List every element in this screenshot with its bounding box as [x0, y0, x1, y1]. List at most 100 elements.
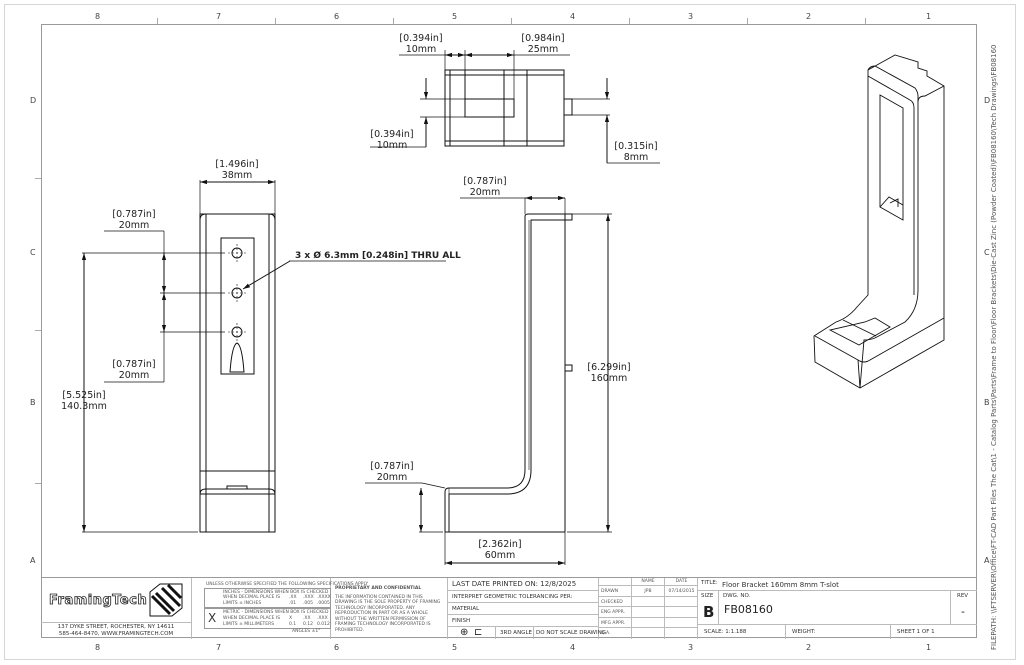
zone-col-5: 5: [452, 12, 458, 21]
zone-row-c-right: C: [984, 248, 990, 257]
projection-symbol: ⊕ ⊏: [448, 627, 496, 639]
tolerance-metric-table: X METRIC - DIMENSIONS WHEN BOX IS CHECKE…: [204, 608, 331, 629]
dwg-no: FB08160: [724, 603, 773, 616]
zone-row-d: D: [30, 96, 37, 105]
title-dwg-block: TITLE: Floor Bracket 160mm 8mm T-slot SI…: [698, 578, 977, 639]
zone-tick: [865, 18, 866, 24]
tol-inch-val1: .01: [289, 601, 297, 606]
zone-col-2-bottom: 2: [806, 643, 812, 652]
tol-mm-col2: .XX: [303, 616, 311, 621]
tol-inch-col2: .XXX: [303, 595, 314, 600]
approval-role-mfg: MFG APPR.: [599, 617, 632, 629]
top-view: [370, 50, 660, 164]
tolerance-inch-table: INCHES - DIMENSIONS WHEN BOX IS CHECKED …: [204, 588, 331, 608]
title-label: TITLE:: [701, 580, 718, 586]
dim-slot-mm: 8mm: [624, 152, 649, 163]
zone-col-3-bottom: 3: [688, 643, 694, 652]
drawing-views: [0.394in] 10mm [0.984in] 25mm [0.394in] …: [61, 33, 945, 566]
projection-cone-icon: ⊕: [460, 627, 469, 638]
do-not-scale-note: DO NOT SCALE DRAWING: [536, 630, 606, 636]
approvals-block: NAME DATE DRAWN JPB 07/14/2015 CHECKED E…: [599, 578, 698, 639]
dim-top-left-in: [0.394in]: [399, 33, 442, 44]
logo-cube-icon: [149, 583, 183, 617]
approval-date-mfg: [665, 618, 698, 629]
tol-inch-title: INCHES - DIMENSIONS WHEN BOX IS CHECKED: [223, 590, 329, 595]
drawing-sheet: [4, 4, 1016, 660]
tol-mm-val1: 0.1: [289, 622, 297, 627]
angle-note: ANGLES ±1°: [292, 629, 321, 634]
dim-slot-in: [0.315in]: [614, 141, 657, 152]
zone-tick: [747, 18, 748, 24]
tolerance-block: UNLESS OTHERWISE SPECIFIED THE FOLLOWING…: [192, 578, 368, 639]
dim-height-in: [6.299in]: [587, 362, 630, 373]
rev-cell: REV -: [951, 591, 977, 625]
sheet-number: SHEET 1 OF 1: [897, 629, 935, 635]
file-path: FILEPATH: \\FTSERVER\Office\FT-CAD Part …: [990, 44, 998, 650]
dim-spacing-top-mm: 20mm: [119, 220, 150, 231]
zone-col-1-bottom: 1: [926, 643, 932, 652]
approval-date-qa: [665, 628, 698, 639]
zone-col-4-bottom: 4: [570, 643, 576, 652]
approvals-name-header: NAME: [632, 578, 665, 586]
zone-tick: [157, 18, 158, 24]
zone-tick: [35, 178, 41, 179]
approval-role-checked: CHECKED: [599, 596, 632, 608]
tol-mm-col1: X: [289, 616, 293, 621]
company-address: 137 DYKE STREET, ROCHESTER, NY 14611 585…: [41, 623, 192, 639]
dim-width-in: [1.496in]: [215, 159, 258, 170]
zone-col-8: 8: [95, 12, 101, 21]
size-cell: SIZE B: [698, 591, 719, 625]
dim-top-right-in: [0.984in]: [521, 33, 564, 44]
zone-col-5-bottom: 5: [452, 643, 458, 652]
tol-inch-val3: .0005: [317, 601, 330, 606]
dim-overall-in: [5.525in]: [62, 390, 105, 401]
zone-tick: [35, 483, 41, 484]
proprietary-text: THE INFORMATION CONTAINED IN THIS DRAWIN…: [335, 594, 441, 633]
company-logo-area: FramingTech: [41, 578, 192, 623]
drawing-frame: [41, 24, 977, 638]
dim-top-bottom-mm: 10mm: [377, 140, 408, 151]
proprietary-block: PROPRIETARY AND CONFIDENTIAL THE INFORMA…: [331, 578, 448, 639]
side-view: [365, 195, 612, 566]
tol-inch-label: WHEN DECIMAL PLACE IS: [223, 595, 281, 600]
tol-mm-col3: .XXX: [317, 616, 328, 621]
zone-tick: [629, 18, 630, 24]
zone-tick: [393, 18, 394, 24]
address-line-1: 137 DYKE STREET, ROCHESTER, NY 14611: [57, 624, 175, 630]
approval-role-qa: Q.A.: [599, 628, 632, 639]
title-row: TITLE: Floor Bracket 160mm 8mm T-slot: [698, 578, 977, 591]
dim-spacing-bottom-in: [0.787in]: [112, 359, 155, 370]
dim-top-right-mm: 25mm: [528, 44, 559, 55]
metric-checkbox-mark[interactable]: X: [208, 611, 217, 625]
zone-row-a: A: [30, 556, 36, 565]
dim-height-mm: 160mm: [591, 373, 628, 384]
zone-row-b: B: [30, 398, 36, 407]
company-logo-text: FramingTech: [49, 593, 148, 609]
tol-mm-title: METRIC - DIMENSIONS WHEN BOX IS CHECKED: [223, 610, 329, 615]
zone-col-3: 3: [688, 12, 694, 21]
dim-flange-mm: 20mm: [470, 187, 501, 198]
front-view: [81, 179, 446, 533]
tol-inch-limits-label: LIMITS ± INCHES: [223, 601, 262, 606]
approval-role-eng: ENG APPR.: [599, 607, 632, 618]
approval-date-eng: [665, 607, 698, 618]
zone-col-4: 4: [570, 12, 576, 21]
zone-col-6-bottom: 6: [334, 643, 340, 652]
zone-row-b-right: B: [984, 398, 990, 407]
gdt-label: INTERPRET GEOMETRIC TOLERANCING PER:: [448, 591, 599, 603]
zone-row-c: C: [30, 248, 36, 257]
tol-inch-val2: .005: [303, 601, 314, 606]
revision: -: [961, 605, 965, 618]
dim-length-mm: 60mm: [485, 550, 516, 561]
zone-tick: [35, 330, 41, 331]
approval-name-eng: [632, 607, 665, 618]
projection-angle: 3RD ANGLE: [496, 627, 534, 639]
dim-base-mm: 20mm: [377, 472, 408, 483]
weight: WEIGHT:: [786, 625, 891, 639]
approvals-date-header: DATE: [665, 578, 698, 586]
last-printed: LAST DATE PRINTED ON: 12/8/2025: [448, 578, 599, 591]
material-label: MATERIAL: [448, 603, 599, 615]
dim-spacing-bottom-mm: 20mm: [119, 370, 150, 381]
zone-tick: [511, 18, 512, 24]
tol-mm-label: WHEN DECIMAL PLACE IS: [223, 616, 281, 621]
